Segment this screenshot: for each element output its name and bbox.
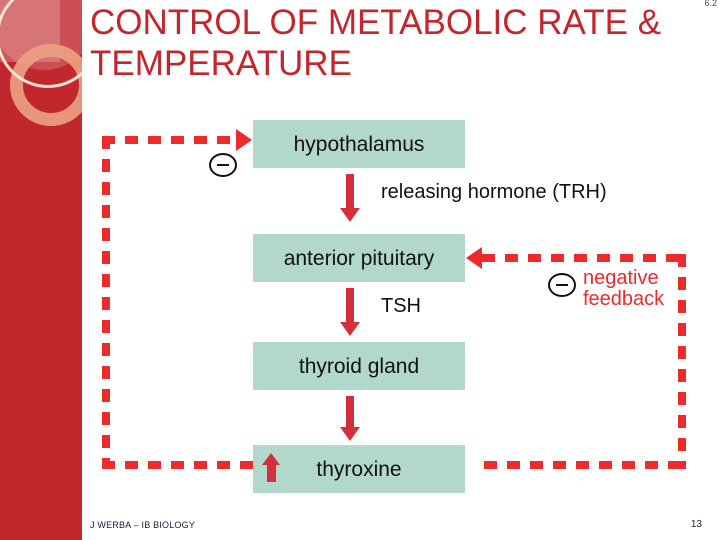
node-hypothalamus[interactable]: hypothalamus <box>253 120 465 168</box>
page-title: CONTROL OF METABOLIC RATE & TEMPERATURE <box>90 3 662 83</box>
feedback-left-arrowhead-icon <box>236 129 252 151</box>
feedback-right-arrowhead-icon <box>466 247 482 269</box>
feedback-right-top-segment <box>482 254 686 262</box>
negative-feedback-line-2: feedback <box>583 288 665 310</box>
label-tsh: TSH <box>381 295 421 317</box>
negative-feedback-line-1: negative <box>583 267 659 289</box>
arrow-pituitary-to-thyroid <box>340 288 360 336</box>
label-releasing-hormone-trh: releasing hormone (TRH) <box>381 181 607 203</box>
slide-corner-note: 6.2 <box>704 0 717 8</box>
node-anterior-pituitary[interactable]: anterior pituitary <box>253 234 465 282</box>
feedback-right-bottom-segment <box>484 461 686 469</box>
decorative-sidebar <box>0 0 82 540</box>
feedback-left-top-segment <box>102 136 238 144</box>
node-anterior-pituitary-label: anterior pituitary <box>283 246 435 270</box>
node-thyroxine-label: thyroxine <box>316 457 402 481</box>
node-thyroid-gland-label: thyroid gland <box>298 354 420 378</box>
feedback-left-bottom-segment <box>102 461 257 469</box>
feedback-right-vertical-segment <box>678 254 686 469</box>
feedback-left-vertical-segment <box>102 136 110 469</box>
minus-sign-right-icon <box>548 273 576 297</box>
arrow-hypothalamus-to-pituitary <box>340 174 360 222</box>
node-hypothalamus-label: hypothalamus <box>293 132 425 156</box>
sidebar-ring-cream <box>0 0 82 88</box>
arrow-thyroid-to-thyroxine <box>340 396 360 442</box>
node-thyroid-gland[interactable]: thyroid gland <box>253 342 465 390</box>
footer-page-number: 13 <box>690 519 702 530</box>
node-thyroxine[interactable]: thyroxine <box>253 445 465 493</box>
footer-author: J WERBA – IB BIOLOGY <box>90 520 196 530</box>
negative-feedback-label: negative feedback <box>583 268 664 310</box>
metabolic-control-flowchart: negative feedback hypothalamus releasing… <box>96 108 700 498</box>
minus-sign-left-icon <box>209 153 237 177</box>
